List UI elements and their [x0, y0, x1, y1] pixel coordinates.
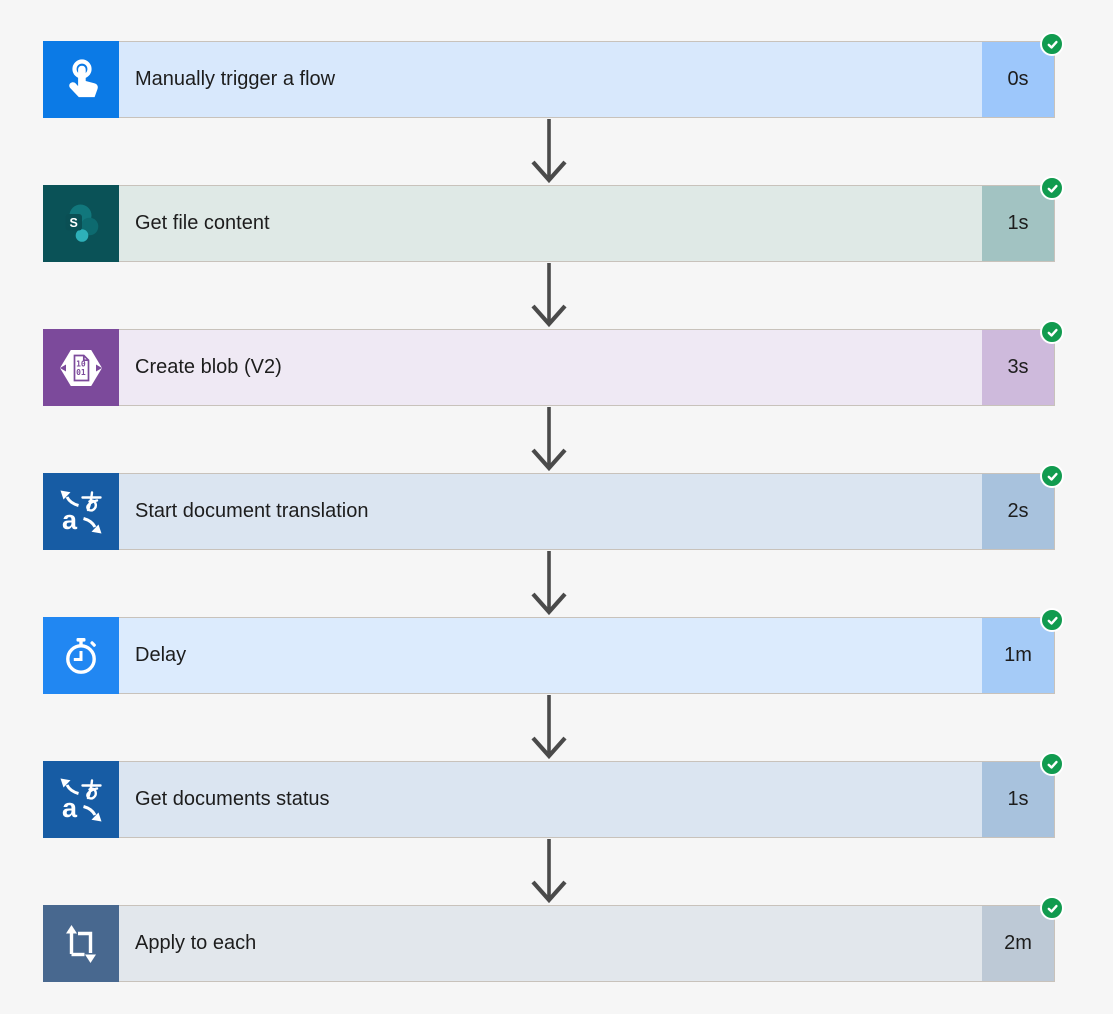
connector [43, 118, 1055, 185]
status-badge [1040, 32, 1064, 56]
arrow-down-icon [531, 695, 567, 760]
step-start-document-translation[interactable]: a Start document translation 2s [43, 464, 1064, 550]
connector [43, 838, 1055, 905]
step-duration: 1s [982, 762, 1054, 837]
step-duration: 1m [982, 618, 1054, 693]
step-apply-to-each[interactable]: Apply to each 2m [43, 896, 1064, 982]
check-icon [1047, 472, 1058, 481]
step-create-blob-v2[interactable]: 10 01 Create blob (V2) 3s [43, 320, 1064, 406]
step-label: Apply to each [119, 906, 982, 981]
tap-icon [43, 41, 119, 118]
step-duration: 0s [982, 42, 1054, 117]
svg-text:a: a [62, 793, 78, 823]
apply-to-each-icon [43, 905, 119, 982]
check-icon [1047, 904, 1058, 913]
arrow-down-icon [531, 551, 567, 616]
status-badge [1040, 176, 1064, 200]
step-duration: 1s [982, 186, 1054, 261]
status-badge [1040, 608, 1064, 632]
translator-icon: a [43, 761, 119, 838]
check-icon [1047, 184, 1058, 193]
check-icon [1047, 760, 1058, 769]
stopwatch-icon [43, 617, 119, 694]
step-label: Get file content [119, 186, 982, 261]
arrow-down-icon [531, 119, 567, 184]
step-label: Create blob (V2) [119, 330, 982, 405]
step-label: Start document translation [119, 474, 982, 549]
connector [43, 550, 1055, 617]
status-badge [1040, 320, 1064, 344]
step-get-file-content[interactable]: S Get file content 1s [43, 176, 1064, 262]
arrow-down-icon [531, 263, 567, 328]
step-duration: 2m [982, 906, 1054, 981]
step-label: Manually trigger a flow [119, 42, 982, 117]
step-label: Delay [119, 618, 982, 693]
step-delay[interactable]: Delay 1m [43, 608, 1064, 694]
svg-text:10: 10 [76, 359, 86, 368]
status-badge [1040, 752, 1064, 776]
check-icon [1047, 616, 1058, 625]
flow-diagram: Manually trigger a flow 0s S [43, 32, 1064, 982]
step-manually-trigger-a-flow[interactable]: Manually trigger a flow 0s [43, 32, 1064, 118]
step-get-documents-status[interactable]: a Get documents status 1s [43, 752, 1064, 838]
svg-text:01: 01 [76, 368, 86, 377]
svg-text:a: a [62, 505, 78, 535]
translator-icon: a [43, 473, 119, 550]
sharepoint-icon: S [43, 185, 119, 262]
connector [43, 262, 1055, 329]
arrow-down-icon [531, 407, 567, 472]
svg-text:S: S [70, 215, 78, 229]
step-label: Get documents status [119, 762, 982, 837]
connector [43, 694, 1055, 761]
step-duration: 2s [982, 474, 1054, 549]
arrow-down-icon [531, 839, 567, 904]
step-duration: 3s [982, 330, 1054, 405]
status-badge [1040, 896, 1064, 920]
check-icon [1047, 328, 1058, 337]
connector [43, 406, 1055, 473]
check-icon [1047, 40, 1058, 49]
status-badge [1040, 464, 1064, 488]
azure-blob-icon: 10 01 [43, 329, 119, 406]
